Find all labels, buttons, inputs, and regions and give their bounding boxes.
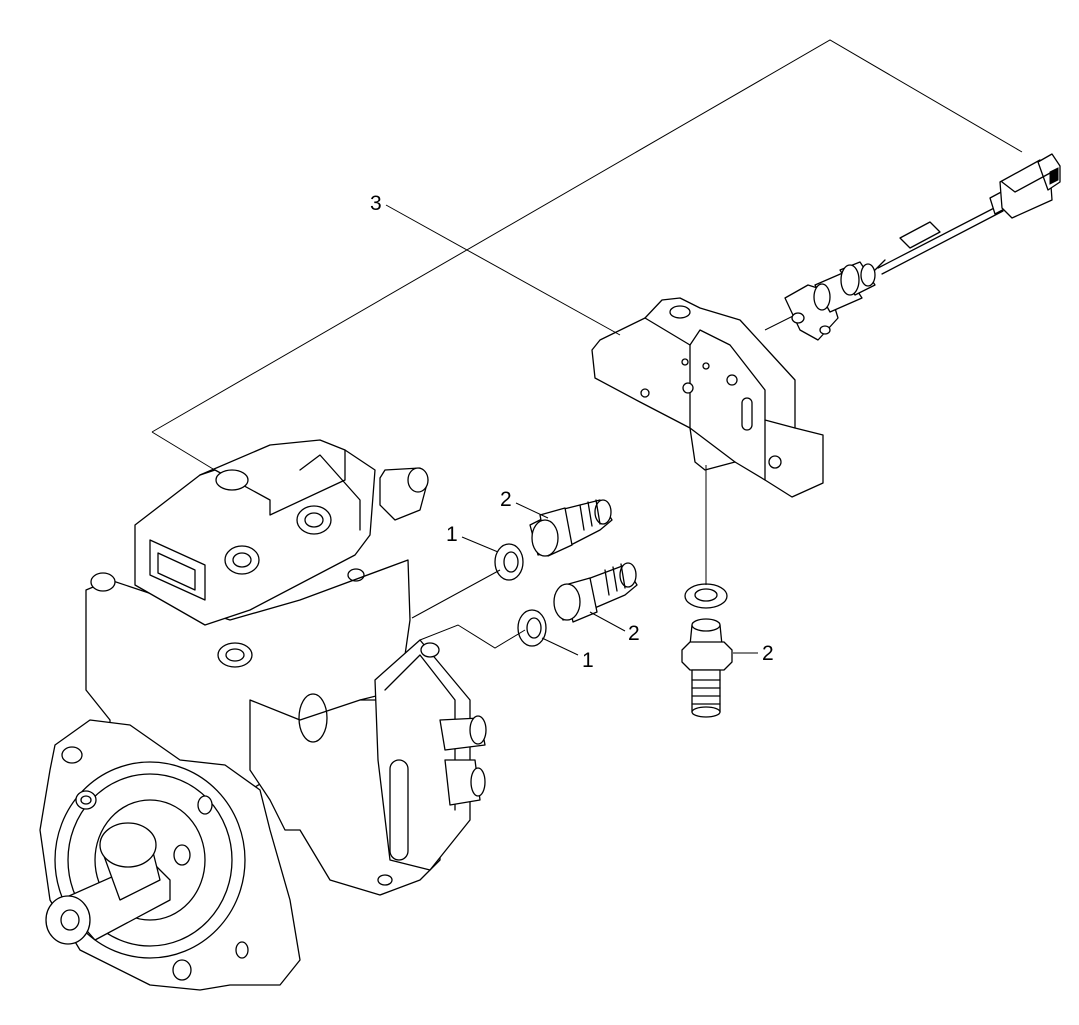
sensor-connector [999, 153, 1061, 219]
callout-label: 3 [370, 192, 382, 215]
callout-label: 1 [446, 523, 458, 546]
callout-2-right: 2 [733, 642, 774, 665]
assembly-boundary-line-lower [151, 431, 219, 473]
sensor-wire-harness [877, 189, 1011, 275]
fuel-pump-body [39, 439, 487, 991]
callout-1-upper: 1 [446, 523, 499, 553]
connector-fitting-middle [553, 562, 638, 623]
port-leader-upper [411, 569, 501, 619]
callout-label: 2 [628, 622, 640, 645]
sealing-washer-right [684, 583, 728, 609]
callout-2-middle: 2 [589, 611, 640, 645]
mounting-bracket [591, 297, 824, 498]
sealing-washer-lower [517, 609, 547, 647]
assembly-boundary-line [151, 39, 1023, 433]
callout-2-upper: 2 [500, 488, 549, 519]
sealing-washer-upper [494, 543, 524, 581]
sensor-leader-line [764, 314, 796, 331]
callout-label: 1 [582, 649, 594, 672]
callout-3: 3 [370, 192, 621, 336]
callout-1-lower: 1 [541, 637, 594, 672]
pressure-sensor [784, 259, 886, 341]
callout-label: 2 [500, 488, 512, 511]
callout-label: 2 [762, 642, 774, 665]
connector-fitting-upper [529, 499, 613, 557]
connector-fitting-right [681, 618, 733, 718]
port-leader-lower [419, 624, 526, 649]
